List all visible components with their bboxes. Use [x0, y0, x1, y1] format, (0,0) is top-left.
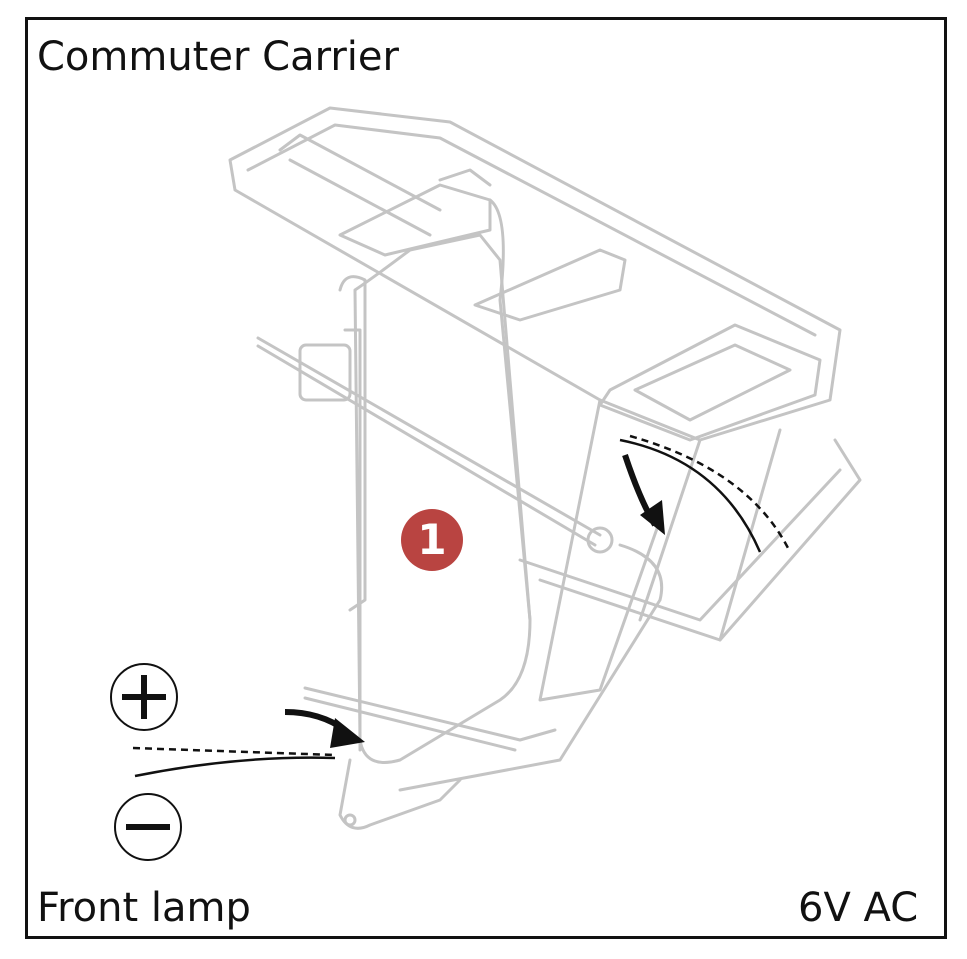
step-badge: 1: [401, 509, 463, 571]
diagram-title: Commuter Carrier: [37, 34, 399, 80]
rear-rack: [228, 106, 862, 830]
front-arrow-icon: [330, 718, 365, 748]
rear-wires: [619, 434, 792, 553]
rear-arrow-icon: [640, 500, 665, 535]
minus-circle-icon: [114, 793, 182, 861]
voltage-label: 6V AC: [798, 885, 919, 931]
front-lamp-label: Front lamp: [37, 885, 251, 931]
diagram-frame: [25, 17, 947, 939]
plus-circle-icon: [110, 663, 178, 731]
